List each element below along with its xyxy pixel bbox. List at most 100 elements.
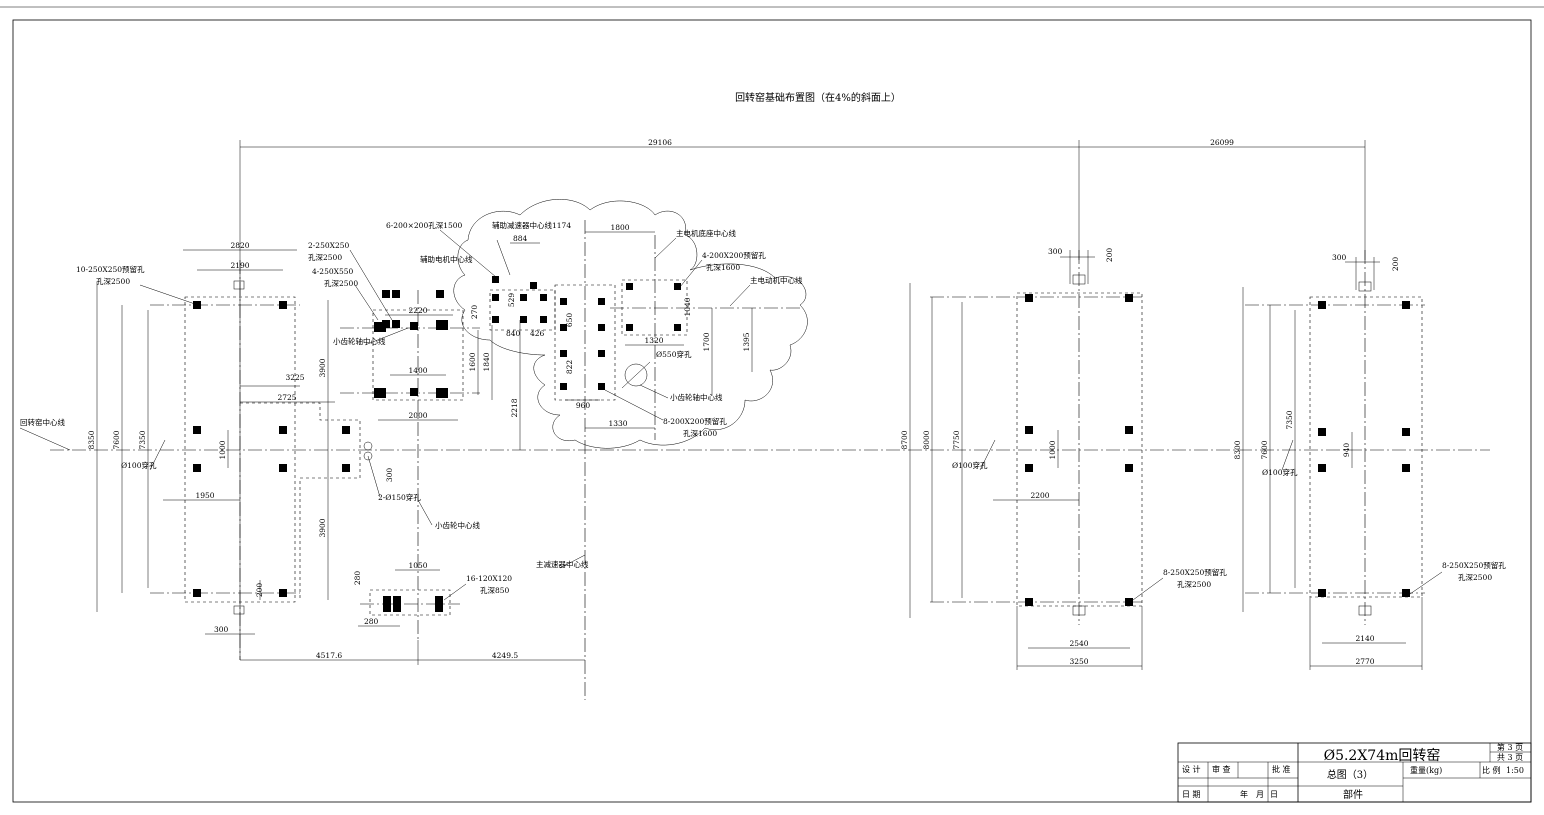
dim-2140: 2140 (1355, 634, 1374, 643)
label-aux-motor-center-line: 辅助电机中心线 (420, 254, 473, 264)
dim-200: 200 (255, 583, 264, 598)
dim-270: 270 (470, 305, 479, 320)
date-label: 日 期 (1182, 790, 1201, 799)
dim-840: 840 (506, 329, 521, 338)
label-preformed-holes-10: 10-250X250预留孔 (76, 264, 145, 274)
main-drive-foundation: 辅助减速器中心线1174 884 529 840 426 270 650 822… (470, 220, 803, 440)
label-pinion-shaft-center-line-2: 小齿轮轴中心线 (670, 392, 723, 402)
label-holes-8-200: 8-200X200预留孔 (663, 416, 727, 426)
dim-426: 426 (530, 329, 545, 338)
label-through-hole-100-c: Ø100穿孔 (1262, 467, 1298, 477)
dim-26099: 26099 (1210, 138, 1234, 147)
pier-3: 300 200 8300 7600 7350 940 2140 2770 Ø10… (1233, 250, 1506, 670)
part-label: 部件 (1343, 788, 1363, 801)
dim-8350: 8350 (87, 430, 96, 449)
drawing-frame (12, 19, 1532, 803)
dim-822: 822 (565, 360, 574, 375)
dim-1330: 1330 (608, 419, 627, 428)
revision-cloud (453, 199, 808, 449)
dim-280-b: 280 (364, 617, 379, 626)
dim-2190: 2190 (230, 261, 249, 270)
dim-2540: 2540 (1069, 639, 1088, 648)
label-holes-8-250-b: 8-250X250预留孔 (1163, 567, 1227, 577)
sheet-total: 共 3 页 (1497, 753, 1523, 762)
dim-1600: 1600 (468, 352, 477, 371)
product-name: Ø5.2X74m回转窑 (1324, 747, 1441, 764)
dim-3225: 3225 (285, 373, 304, 382)
label-main-motor-center-line: 主电动机中心线 (750, 275, 803, 285)
dim-1800: 1800 (610, 223, 629, 232)
label-hole-depth-1600-b: 孔深1600 (683, 429, 717, 438)
dim-1000: 1000 (218, 440, 227, 459)
label-holes-16-120: 16-120X120 (466, 574, 512, 583)
label-through-holes-150: 2-Ø150穿孔 (378, 492, 421, 502)
drive-foundation: 2220 1400 2000 1600 1840 2218 2-250X250 … (308, 220, 589, 700)
date-year: 年 (1240, 789, 1248, 799)
dim-8000: 8000 (922, 430, 931, 449)
dim-3900-bottom: 3900 (318, 518, 327, 537)
dim-960: 960 (576, 401, 591, 410)
dim-8700: 8700 (900, 430, 909, 449)
dim-1840: 1840 (482, 352, 491, 371)
dim-884: 884 (513, 234, 528, 243)
label-holes-2-250: 2-250X250 (308, 241, 350, 250)
label-hole-depth-2500-b: 孔深2500 (308, 253, 342, 262)
drawing-title: 回转窑基础布置图（在4%的斜面上） (735, 91, 901, 104)
label-hole-depth-850: 孔深850 (480, 586, 510, 595)
dim-2218: 2218 (510, 398, 519, 417)
dim-1400: 1400 (408, 366, 427, 375)
label-main-reducer-center-line: 主减速器中心线 (536, 559, 589, 569)
scale-value: 1:50 (1506, 766, 1524, 775)
label-pinion-shaft-center-line: 小齿轮轴中心线 (333, 336, 386, 346)
dim-2820: 2820 (230, 241, 249, 250)
pier-2: 300 200 8700 8000 7750 1000 2200 2540 32… (900, 247, 1227, 670)
label-pinion-center-line: 小齿轮中心线 (435, 520, 480, 530)
date-month: 月 (1256, 790, 1264, 799)
label-aux-reducer-center-line: 辅助减速器中心线1174 (492, 220, 571, 230)
label-hole-depth-2500-d: 孔深2500 (1177, 580, 1211, 589)
dim-4249-5: 4249.5 (492, 651, 518, 660)
dim-1000-b: 1000 (1048, 440, 1057, 459)
dim-7350: 7350 (138, 430, 147, 449)
pier-1: 2820 2190 8350 7600 7350 1950 1000 10-25… (76, 241, 585, 665)
dim-7600-b: 7600 (1260, 440, 1269, 459)
dim-1950: 1950 (195, 491, 214, 500)
weight-label: 重量(kg) (1410, 765, 1442, 775)
dim-3250: 3250 (1069, 657, 1088, 666)
dim-1040: 1040 (683, 297, 692, 316)
dim-2220: 2220 (408, 306, 427, 315)
dim-7600: 7600 (112, 430, 121, 449)
title-block: Ø5.2X74m回转窑 总图（3） 部件 第 3 页 共 3 页 重量(kg) … (1177, 742, 1532, 803)
label-hole-depth-2500: 孔深2500 (96, 277, 130, 286)
design-label: 设 计 (1182, 764, 1201, 774)
dim-3900-top: 3900 (318, 358, 327, 377)
dim-300-d: 300 (1332, 253, 1347, 262)
label-through-hole-550: Ø550穿孔 (656, 349, 692, 359)
dim-1395: 1395 (742, 332, 751, 351)
label-main-motor-base-center-line: 主电机底座中心线 (676, 228, 736, 238)
date-day: 日 (1270, 790, 1278, 799)
dim-29106: 29106 (648, 138, 672, 147)
dim-200-c: 200 (1391, 257, 1400, 272)
kiln-center-line-label: 回转窑中心线 (20, 417, 65, 427)
dim-8300: 8300 (1233, 440, 1242, 459)
label-through-hole-100: Ø100穿孔 (121, 460, 157, 470)
dim-7350-b: 7350 (1285, 410, 1294, 429)
label-holes-8-250-c: 8-250X250预留孔 (1442, 560, 1506, 570)
scale-label: 比 例 (1482, 765, 1501, 775)
label-holes-4-200: 4-200X200预留孔 (702, 250, 766, 260)
label-through-hole-100-b: Ø100穿孔 (952, 460, 988, 470)
dim-1320: 1320 (644, 336, 663, 345)
dim-2770: 2770 (1355, 657, 1374, 666)
label-hole-depth-2500-c: 孔深2500 (324, 279, 358, 288)
dim-300-c: 300 (1048, 247, 1063, 256)
dim-650: 650 (565, 313, 574, 328)
dim-4517-6: 4517.6 (316, 651, 342, 660)
dim-300-b: 300 (385, 468, 394, 483)
label-hole-depth-2500-e: 孔深2500 (1458, 573, 1492, 582)
dim-200-b: 200 (1105, 248, 1114, 263)
dim-280-a: 280 (353, 571, 362, 586)
dim-300: 300 (214, 625, 229, 634)
